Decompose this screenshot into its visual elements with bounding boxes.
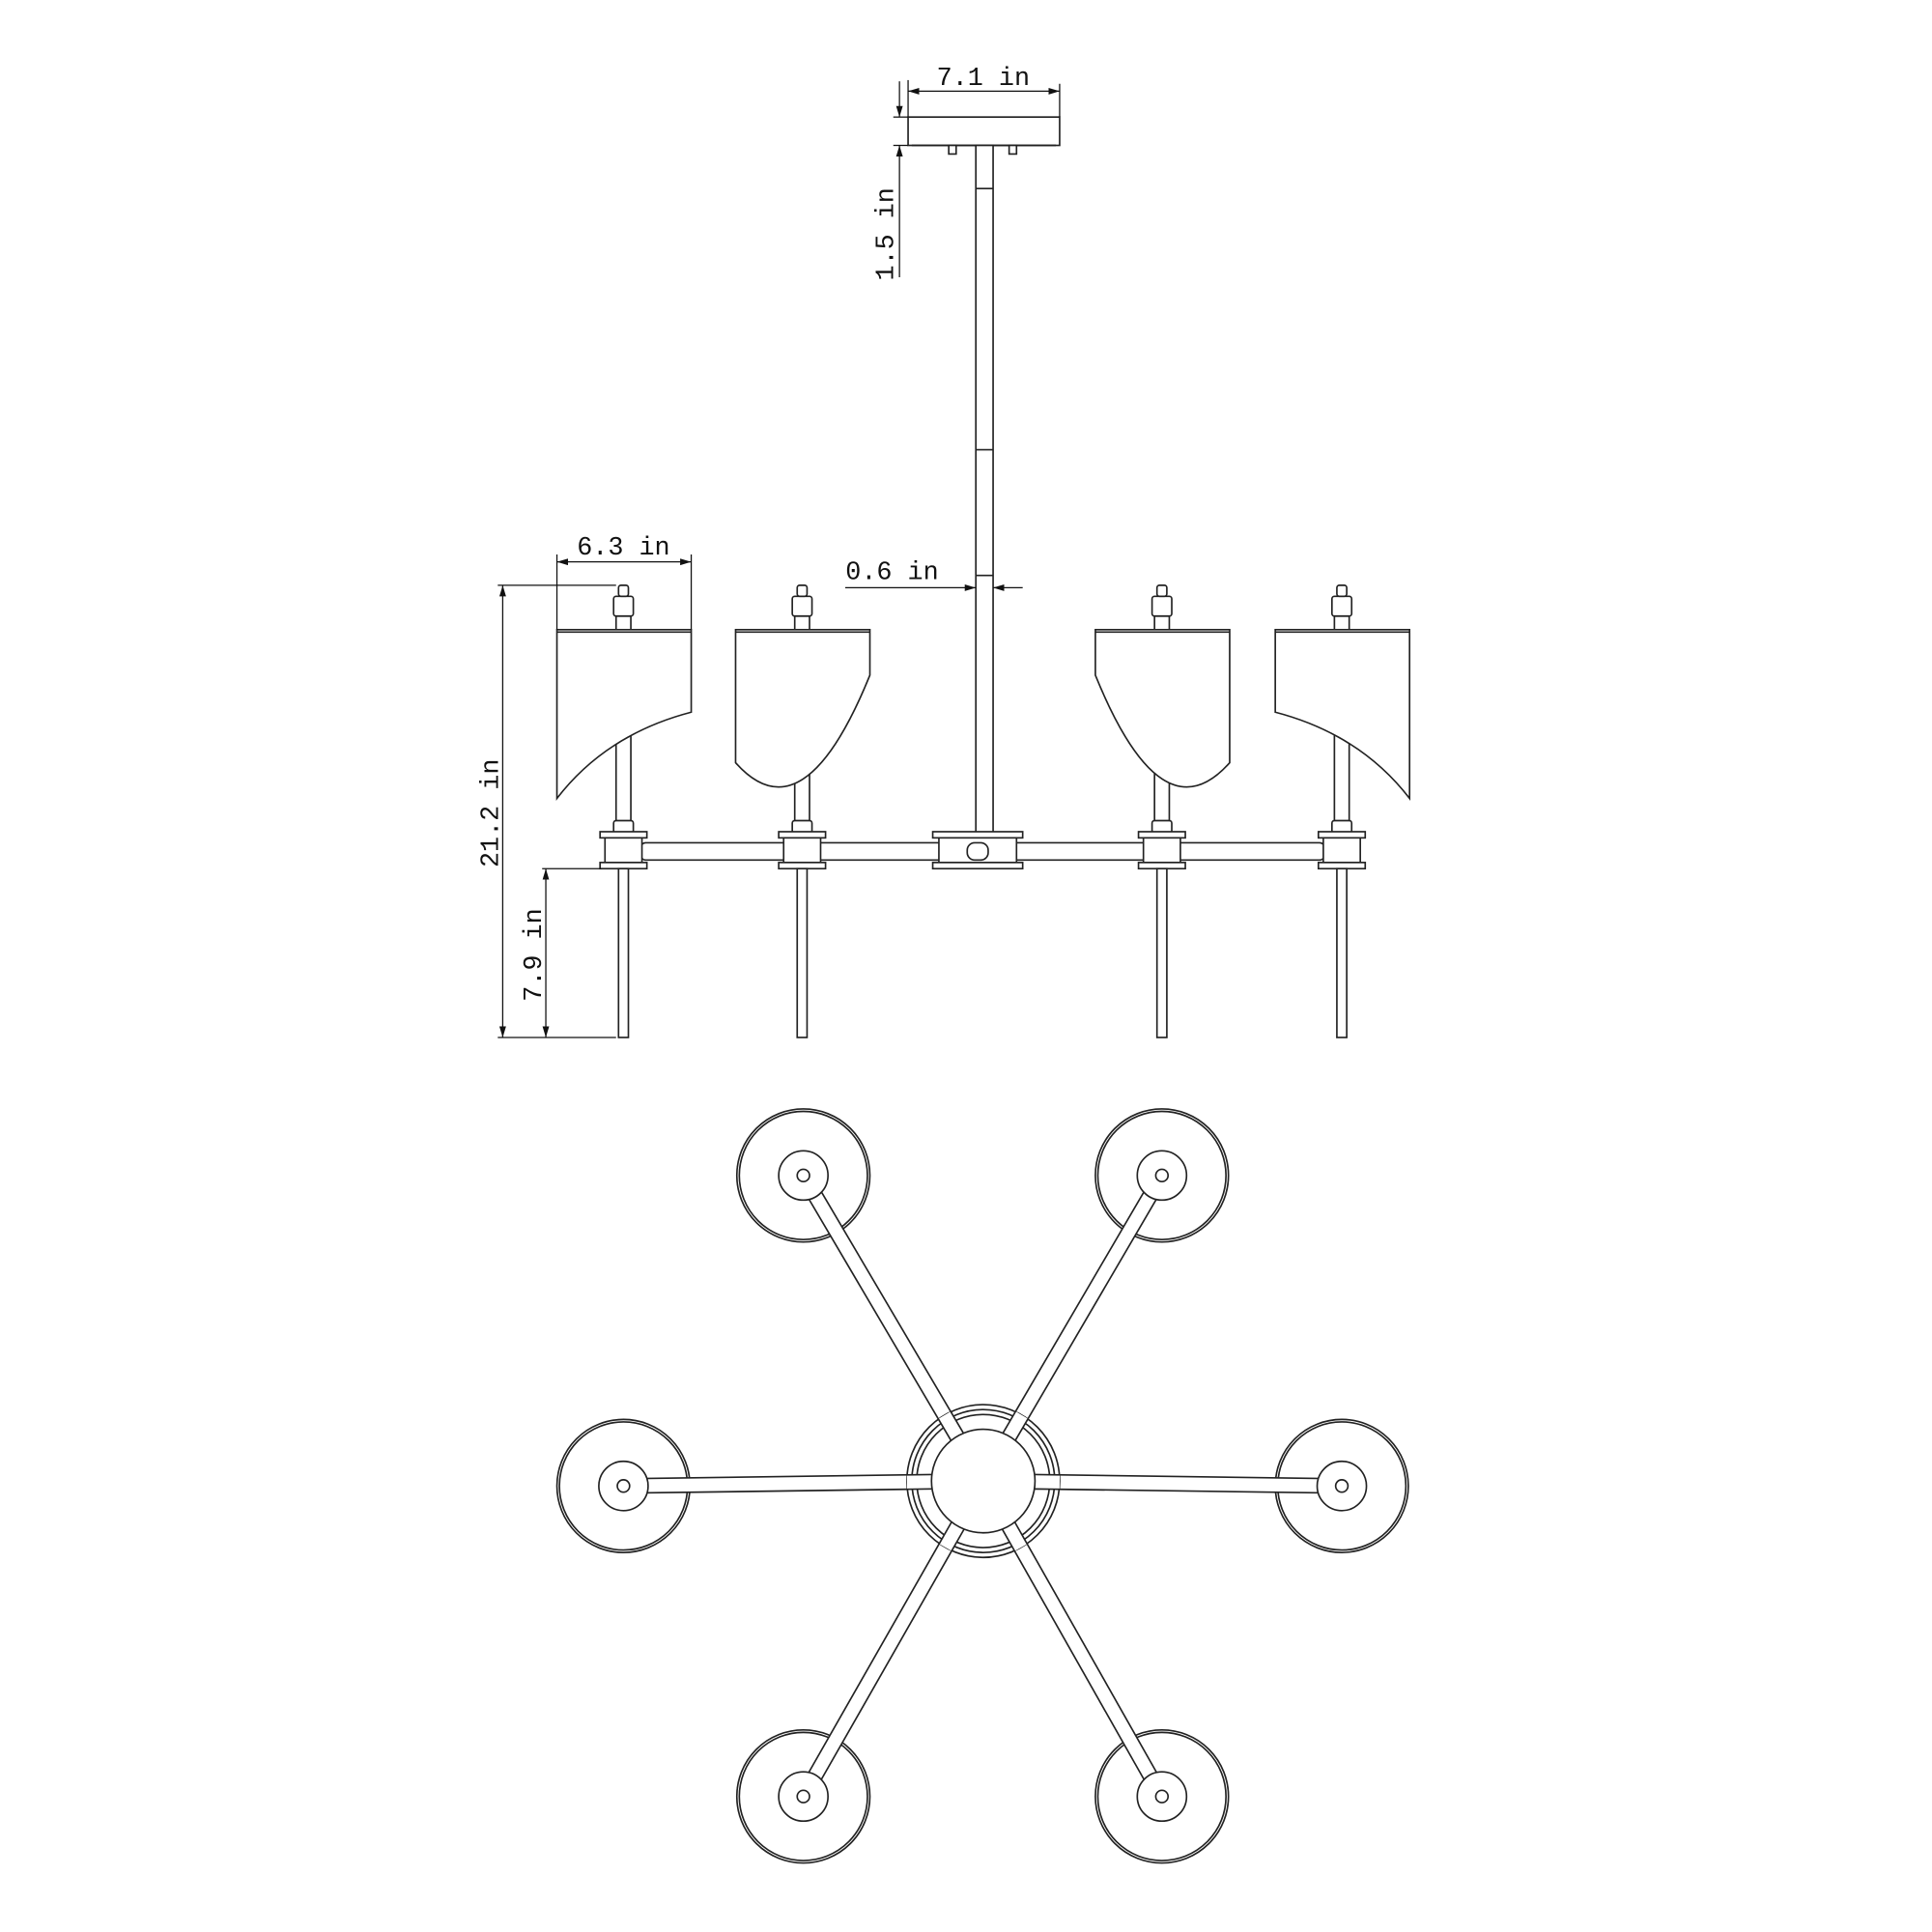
lower-rod bbox=[796, 867, 809, 1038]
top-hub-center bbox=[930, 1428, 1037, 1534]
top-lamp-socket bbox=[616, 1479, 631, 1493]
dimension-label: 7.1 in bbox=[937, 65, 1030, 94]
top-lamp-socket bbox=[1154, 1168, 1170, 1183]
lower-rod bbox=[617, 867, 630, 1038]
cup-bottom bbox=[778, 862, 827, 870]
top-lamp-socket bbox=[1334, 1479, 1350, 1493]
top-arm-stub bbox=[1004, 1411, 1028, 1440]
side-lamp bbox=[1274, 584, 1411, 1038]
socket-knob bbox=[791, 595, 813, 617]
cup-body bbox=[1142, 837, 1181, 864]
side-lamp bbox=[1094, 584, 1231, 1038]
lamp-shade bbox=[1094, 628, 1231, 788]
side-lamp bbox=[555, 584, 693, 1038]
dimension-canopy-width: 7.1 in bbox=[907, 65, 1061, 118]
cup-top bbox=[1137, 831, 1186, 839]
cup-bottom bbox=[599, 862, 648, 870]
lower-rod bbox=[1155, 867, 1168, 1038]
lamp-shade bbox=[1274, 628, 1411, 801]
cup-top bbox=[599, 831, 648, 839]
lamp-shade bbox=[555, 628, 693, 801]
dimension-canopy-height: 1.5 in bbox=[873, 81, 909, 281]
dimension-stem-diameter: 0.6 in bbox=[845, 558, 1023, 591]
dimension-label: 0.6 in bbox=[845, 558, 938, 587]
cup-bottom bbox=[1317, 862, 1367, 870]
cup-body bbox=[1322, 837, 1361, 864]
socket-tip bbox=[796, 584, 809, 598]
cup-bottom bbox=[1137, 862, 1186, 870]
top-arm-stub bbox=[939, 1522, 964, 1551]
dimension-label: 6.3 in bbox=[577, 534, 669, 563]
socket-tip bbox=[1155, 584, 1168, 598]
dimension-label: 7.9 in bbox=[521, 908, 550, 1001]
top-lamp-shade-rim bbox=[1096, 1731, 1227, 1861]
socket-tip bbox=[1336, 584, 1348, 598]
socket-tip bbox=[617, 584, 630, 598]
dimension-candle-height: 7.9 in bbox=[521, 867, 602, 1037]
cup-body bbox=[604, 837, 643, 864]
top-arm-stub bbox=[939, 1411, 963, 1440]
socket-knob bbox=[1330, 595, 1353, 617]
top-view bbox=[555, 1108, 1409, 1864]
stem bbox=[975, 144, 994, 837]
top-lamp-socket bbox=[796, 1168, 810, 1183]
canopy-screw bbox=[948, 144, 957, 156]
lower-rod bbox=[1336, 867, 1348, 1038]
cup-top bbox=[1317, 831, 1367, 839]
cup-body bbox=[782, 837, 822, 864]
side-lamps bbox=[555, 584, 1411, 1038]
top-lamp-shade-rim bbox=[1096, 1110, 1227, 1240]
top-lamp-shade-rim bbox=[738, 1110, 868, 1240]
dimension-label: 1.5 in bbox=[873, 187, 902, 280]
socket-knob bbox=[612, 595, 635, 617]
canopy bbox=[907, 116, 1061, 147]
top-lamp-socket bbox=[796, 1789, 810, 1804]
dimension-overall-height: 21.2 in bbox=[477, 584, 616, 1038]
center-hub bbox=[931, 831, 1024, 870]
top-arm-stub bbox=[1003, 1522, 1027, 1551]
canopy-screw bbox=[1008, 144, 1018, 156]
side-lamp bbox=[734, 584, 871, 1038]
side-view: 7.1 in 1.5 in 0.6 in 6.3 in 21.2 in bbox=[477, 65, 1411, 1038]
lamp-shade bbox=[734, 628, 871, 788]
top-lamp-socket bbox=[1154, 1789, 1170, 1804]
dimension-label: 21.2 in bbox=[477, 759, 506, 867]
top-lamp-shade-rim bbox=[738, 1731, 868, 1861]
dimension-shade-width: 6.3 in bbox=[555, 534, 693, 630]
cup-top bbox=[778, 831, 827, 839]
socket-knob bbox=[1151, 595, 1173, 617]
